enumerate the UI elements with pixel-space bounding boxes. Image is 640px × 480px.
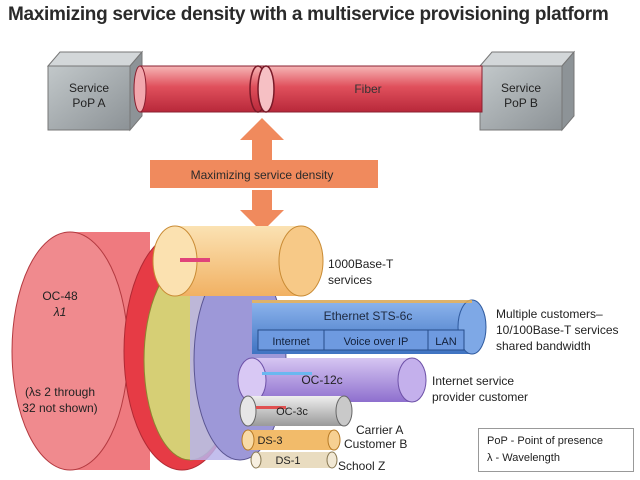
pop-a-label-line2: PoP A <box>72 96 105 110</box>
legend-box: PoP - Point of presence λ - Wavelength <box>478 428 634 472</box>
ethernet-sts6c-cylinder: Ethernet STS-6c Internet Voice over IP L… <box>252 299 619 355</box>
density-label: Maximizing service density <box>191 168 334 182</box>
density-double-arrow: Maximizing service density <box>150 118 378 232</box>
ds3-label: DS-3 <box>257 435 282 447</box>
multi-customers-line2: 10/100Base-T services <box>496 323 619 337</box>
fiber-label: Fiber <box>354 82 381 96</box>
oc3c-cylinder: OC-3c Carrier A <box>239 395 403 437</box>
gige-cylinder: 1000Base-T services <box>152 225 394 297</box>
gige-label-line2: services <box>328 273 372 287</box>
multi-customers-line3: shared bandwidth <box>496 339 591 353</box>
ds1-cylinder: DS-1 School Z <box>250 451 385 473</box>
pop-a-label-line1: Service <box>69 81 109 95</box>
oc3c-label: OC-3c <box>276 406 308 418</box>
oc48-label: OC-48 <box>42 289 78 303</box>
pop-b-label-line1: Service <box>501 81 541 95</box>
legend-lambda: λ - Wavelength <box>487 452 560 464</box>
pop-a-box: Service PoP A <box>46 50 144 132</box>
internet-label: Internet <box>272 336 309 348</box>
oc12c-cylinder: OC-12c Internet service provider custome… <box>237 357 528 404</box>
pop-b-label-line2: PoP B <box>504 96 538 110</box>
lan-label: LAN <box>435 336 456 348</box>
oc12c-label: OC-12c <box>301 373 342 387</box>
school-z-label: School Z <box>338 459 385 473</box>
diagram-title: Maximizing service density with a multis… <box>8 4 609 25</box>
gige-label-line1: 1000Base-T <box>328 257 394 271</box>
oc48-note-line2: 32 not shown) <box>22 401 97 415</box>
customer-b-label: Customer B <box>344 437 407 451</box>
ds3-cylinder: DS-3 Customer B <box>241 429 407 451</box>
carrier-a-label: Carrier A <box>356 423 403 437</box>
oc48-note-line1: (λs 2 through <box>25 385 95 399</box>
voip-label: Voice over IP <box>344 336 409 348</box>
legend-pop: PoP - Point of presence <box>487 435 603 447</box>
ds1-label: DS-1 <box>275 455 300 467</box>
pop-b-box: Service PoP B <box>478 50 576 132</box>
multi-customers-line1: Multiple customers– <box>496 307 603 321</box>
ethernet-sts6c-label: Ethernet STS-6c <box>324 309 413 323</box>
oc48-lambda-label: λ1 <box>53 305 67 319</box>
isp-label-line2: provider customer <box>432 390 528 404</box>
fiber-tube: Fiber <box>133 65 483 113</box>
isp-label-line1: Internet service <box>432 374 514 388</box>
